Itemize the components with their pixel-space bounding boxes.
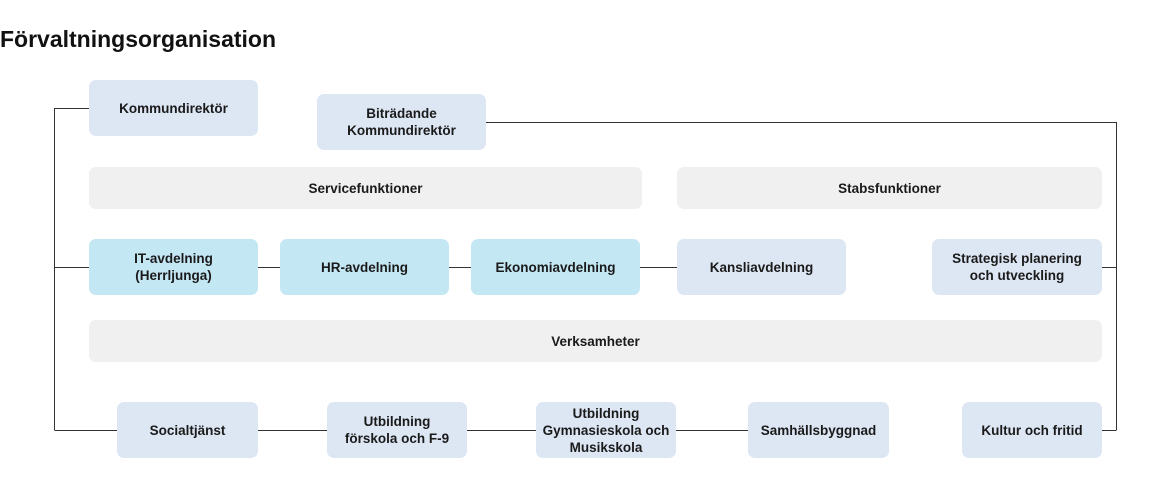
band-servicefunktioner: Servicefunktioner <box>89 167 642 209</box>
box-ekonomiavdelning: Ekonomiavdelning <box>471 239 640 295</box>
box-bitradande-kommundirektor: Biträdande Kommundirektör <box>317 94 486 150</box>
band-verksamheter: Verksamheter <box>89 320 1102 362</box>
box-kultur-och-fritid: Kultur och fritid <box>962 402 1102 458</box>
box-utbildning-gymnasieskola: Utbildning Gymnasieskola och Musikskola <box>536 402 676 458</box>
box-samhallsbyggnad: Samhällsbyggnad <box>748 402 889 458</box>
box-hr-avdelning: HR-avdelning <box>280 239 449 295</box>
box-kommundirektor: Kommundirektör <box>89 80 258 136</box>
box-it-avdelning: IT-avdelning (Herrljunga) <box>89 239 258 295</box>
page-title: Förvaltningsorganisation <box>0 26 277 52</box>
box-strategisk-planering: Strategisk planering och utveckling <box>932 239 1102 295</box>
box-kansliavdelning: Kansliavdelning <box>677 239 846 295</box>
box-utbildning-forskola: Utbildning förskola och F-9 <box>327 402 467 458</box>
box-socialtjanst: Socialtjänst <box>117 402 258 458</box>
band-stabsfunktioner: Stabsfunktioner <box>677 167 1102 209</box>
